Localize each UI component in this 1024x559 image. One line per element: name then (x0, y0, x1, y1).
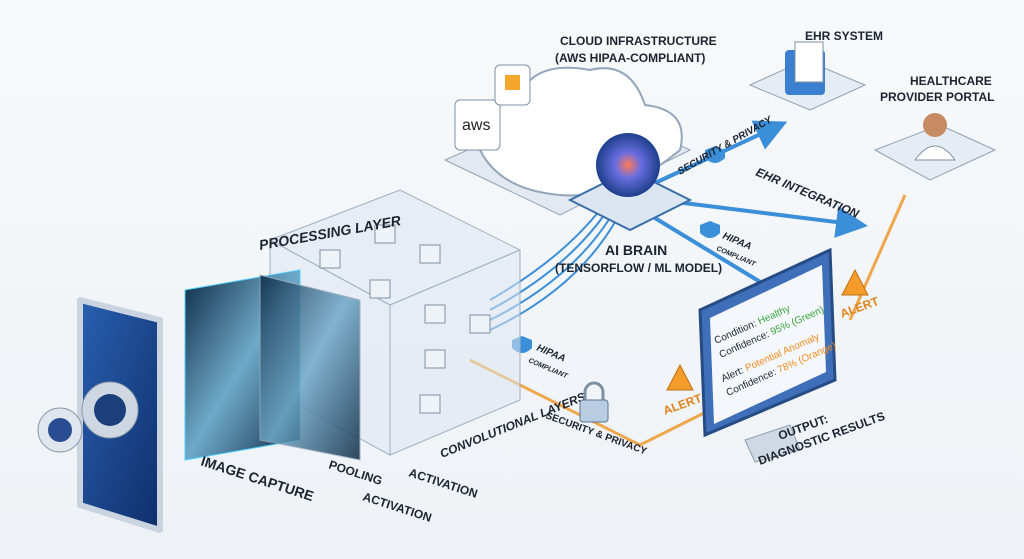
xray-image-pooled (259, 274, 361, 461)
doctor-avatar-icon (923, 113, 947, 137)
cloud-title-line2: (AWS HIPAA-COMPLIANT) (555, 51, 705, 65)
shield-icon (700, 221, 720, 238)
ai-brain-chip (567, 133, 693, 232)
cloud-title-line1: CLOUD INFRASTRUCTURE (560, 34, 717, 48)
portal-title-line1: HEALTHCARE (910, 74, 992, 88)
ai-brain-subtitle: (TENSORFLOW / ML MODEL) (555, 261, 722, 275)
shield-icon (705, 146, 725, 163)
alert-label-bottom: ALERT (661, 391, 704, 418)
brain-icon (596, 133, 660, 197)
image-capture-label: IMAGE CAPTURE (199, 453, 316, 505)
provider-portal (873, 113, 997, 181)
warning-icon (666, 363, 694, 391)
activation-label-1: ACTIVATION (361, 490, 433, 525)
aws-logo-card (454, 99, 501, 151)
diagnostic-monitor: Condition: Healthy Confidence: 95% (Gree… (698, 247, 838, 463)
orange-alert-flows (469, 194, 907, 447)
smartphone-camera (37, 297, 163, 533)
ehr-system-title: EHR SYSTEM (805, 29, 883, 43)
ehr-system (748, 41, 867, 111)
portal-title-line2: PROVIDER PORTAL (880, 90, 994, 104)
activation-label-2: ACTIVATION (407, 466, 479, 501)
ai-brain-title: AI BRAIN (605, 242, 667, 258)
aws-logo: aws (462, 117, 490, 134)
pooling-label: POOLING (327, 458, 384, 488)
neural-nodes (319, 224, 491, 414)
warning-icon (841, 268, 869, 296)
padlock-icon (579, 381, 609, 423)
aws-service-cubes-icon (505, 75, 520, 90)
